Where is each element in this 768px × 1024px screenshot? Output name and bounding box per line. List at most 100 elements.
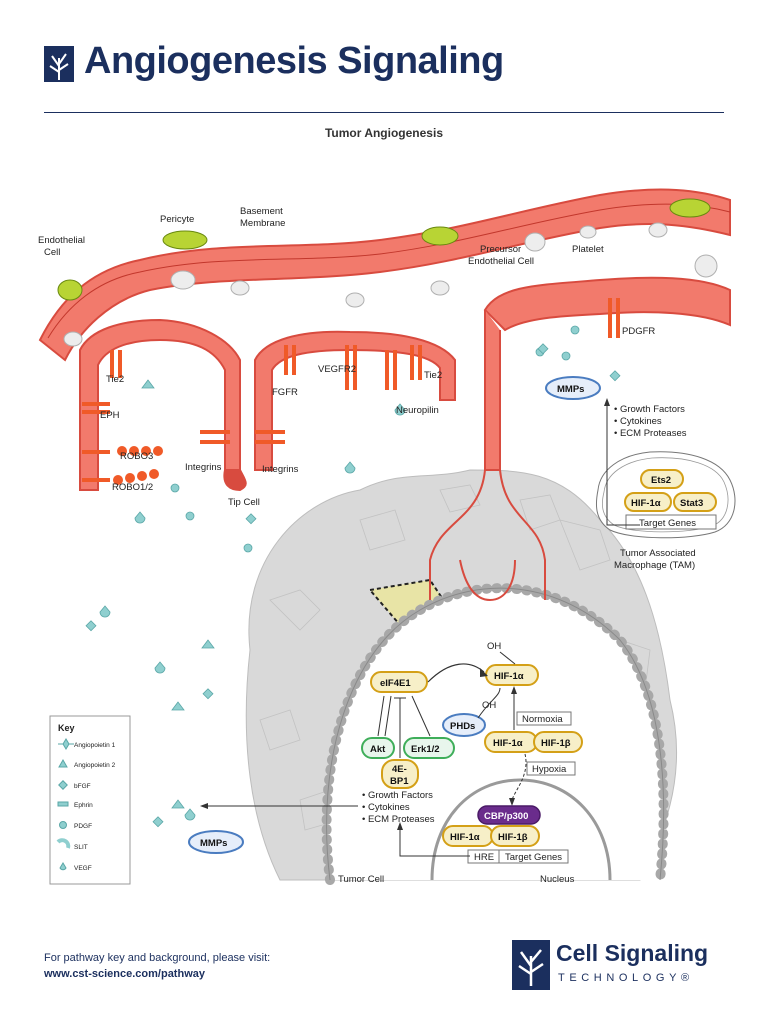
pill-hif1a-tam: HIF-1α xyxy=(624,492,672,512)
footer-url-link[interactable]: www.cst-science.com/pathway xyxy=(44,968,205,980)
pill-eif4e1: eIF4E1 xyxy=(370,671,428,693)
cst-brand-sub: TECHNOLOGY® xyxy=(558,972,694,984)
label-precursor-2: Endothelial Cell xyxy=(468,256,534,267)
svg-text:CBP/p300: CBP/p300 xyxy=(484,811,528,822)
normoxia-box xyxy=(516,711,572,726)
cst-logo: Cell Signaling TECHNOLOGY® xyxy=(512,940,732,996)
hypoxia-box xyxy=(526,761,576,776)
pill-mmps-top: MMPs xyxy=(545,376,601,400)
label-precursor-1: Precursor xyxy=(480,244,521,255)
svg-text:• Growth Factors: • Growth Factors xyxy=(614,404,685,415)
key-label-angiopoietin1: Angiopoietin 1 xyxy=(74,742,116,749)
label-endothelial-2: Cell xyxy=(44,247,60,258)
svg-text:HIF-1α: HIF-1α xyxy=(493,738,523,749)
label-robo12: ROBO1/2 xyxy=(112,482,153,493)
label-robo3: ROBO3 xyxy=(120,451,153,462)
pill-ets2: Ets2 xyxy=(640,469,684,489)
angiopoietin2-icon xyxy=(58,758,68,768)
footer-info: For pathway key and background, please v… xyxy=(44,950,270,982)
pill-erk: Erk1/2 xyxy=(403,737,455,759)
target-genes-tam: Target Genes xyxy=(639,518,696,529)
label-tam-1: Tumor Associated xyxy=(620,548,696,559)
svg-text:4E-: 4E- xyxy=(392,764,407,775)
svg-text:• Cytokines: • Cytokines xyxy=(362,802,410,813)
arrow-oh-hif xyxy=(499,651,516,665)
svg-text:Stat3: Stat3 xyxy=(680,498,703,509)
pill-hif1b-nuc: HIF-1β xyxy=(490,825,540,847)
key-legend: Key Angiopoietin 1 Angiopoietin 2 bFGF E… xyxy=(49,715,131,885)
svg-text:eIF4E1: eIF4E1 xyxy=(380,678,411,689)
angiopoietin1-icon xyxy=(58,738,74,750)
header: Angiogenesis Signaling xyxy=(44,40,724,100)
label-basement-2: Membrane xyxy=(240,218,285,229)
platelets xyxy=(63,222,718,347)
key-label-ephrin: Ephrin xyxy=(74,802,93,809)
label-nucleus: Nucleus xyxy=(540,874,575,885)
pdgf-icon xyxy=(59,821,67,829)
cst-tree-icon xyxy=(512,940,550,990)
diagram-subtitle: Tumor Angiogenesis xyxy=(324,126,443,140)
label-tumor-cell: Tumor Cell xyxy=(338,874,384,885)
pill-stat3: Stat3 xyxy=(673,492,717,512)
label-pdgfr: PDGFR xyxy=(622,326,655,337)
svg-text:• Growth Factors: • Growth Factors xyxy=(362,790,433,801)
receptors xyxy=(82,298,620,485)
svg-text:HIF-1β: HIF-1β xyxy=(541,738,571,749)
svg-text:• ECM Proteases: • ECM Proteases xyxy=(614,428,687,439)
top-blood-vessel xyxy=(38,188,731,362)
svg-text:Erk1/2: Erk1/2 xyxy=(411,744,440,755)
label-endothelial-1: Endothelial xyxy=(38,235,85,246)
svg-text:HIF-1α: HIF-1α xyxy=(631,498,661,509)
page-title: Angiogenesis Signaling xyxy=(84,40,504,82)
label-eph: EPH xyxy=(100,410,120,421)
pericytes xyxy=(57,198,711,301)
arrow-phds-hif xyxy=(477,687,501,719)
pill-hif1b-dimer: HIF-1β xyxy=(533,731,583,753)
label-integrins-left: Integrins xyxy=(185,462,222,473)
label-tip-cell: Tip Cell xyxy=(228,497,260,508)
key-label-slit: SLIT xyxy=(74,844,88,851)
footer-line: For pathway key and background, please v… xyxy=(44,952,271,964)
tam-outputs: • Growth Factors • Cytokines • ECM Prote… xyxy=(614,404,687,439)
tree-logo-icon xyxy=(44,46,74,82)
target-genes-tam-box xyxy=(625,514,717,530)
label-fgfr: FGFR xyxy=(272,387,298,398)
header-divider xyxy=(44,112,724,113)
label-vegfr2: VEGFR2 xyxy=(318,364,356,375)
pill-hif1a-oh: HIF-1α xyxy=(485,664,539,686)
label-integrins-right: Integrins xyxy=(262,464,299,475)
pill-hif1a-nuc: HIF-1α xyxy=(442,825,494,847)
key-label-bfgf: bFGF xyxy=(74,783,91,790)
svg-text:MMPs: MMPs xyxy=(557,384,584,395)
key-title: Key xyxy=(58,723,75,733)
pill-akt: Akt xyxy=(361,737,395,759)
svg-text:Ets2: Ets2 xyxy=(651,475,671,486)
right-blood-vessel xyxy=(483,276,731,471)
tam-arrow xyxy=(606,404,640,526)
bfgf-icon xyxy=(58,780,68,790)
vegf-icon xyxy=(59,862,67,871)
pill-cbp: CBP/p300 xyxy=(477,805,541,825)
svg-text:HIF-1α: HIF-1α xyxy=(450,832,480,843)
svg-text:• Cytokines: • Cytokines xyxy=(614,416,662,427)
label-oh-2: OH xyxy=(482,700,496,711)
slit-icon xyxy=(56,838,71,849)
label-pericyte: Pericyte xyxy=(160,214,194,225)
arrow-nucleus-out xyxy=(399,828,470,857)
svg-text:• ECM Proteases: • ECM Proteases xyxy=(362,814,435,825)
cst-brand-name: Cell Signaling xyxy=(556,940,709,966)
pill-4ebp1: 4E- BP1 xyxy=(381,759,419,789)
label-normoxia: Normoxia xyxy=(522,714,563,725)
pill-hif1a-dimer: HIF-1α xyxy=(484,731,538,753)
svg-text:BP1: BP1 xyxy=(390,776,409,787)
label-tie2-left: Tie2 xyxy=(106,374,124,385)
arrow-eif-to-hif xyxy=(427,663,485,683)
label-hre: HRE xyxy=(474,852,494,863)
ephrin-icon xyxy=(57,801,69,807)
label-basement-1: Basement xyxy=(240,206,283,217)
svg-text:MMPs: MMPs xyxy=(200,838,227,849)
svg-text:HIF-1α: HIF-1α xyxy=(494,671,524,682)
pill-mmps-bottom: MMPs xyxy=(188,830,244,854)
ligand-molecules xyxy=(85,325,621,828)
